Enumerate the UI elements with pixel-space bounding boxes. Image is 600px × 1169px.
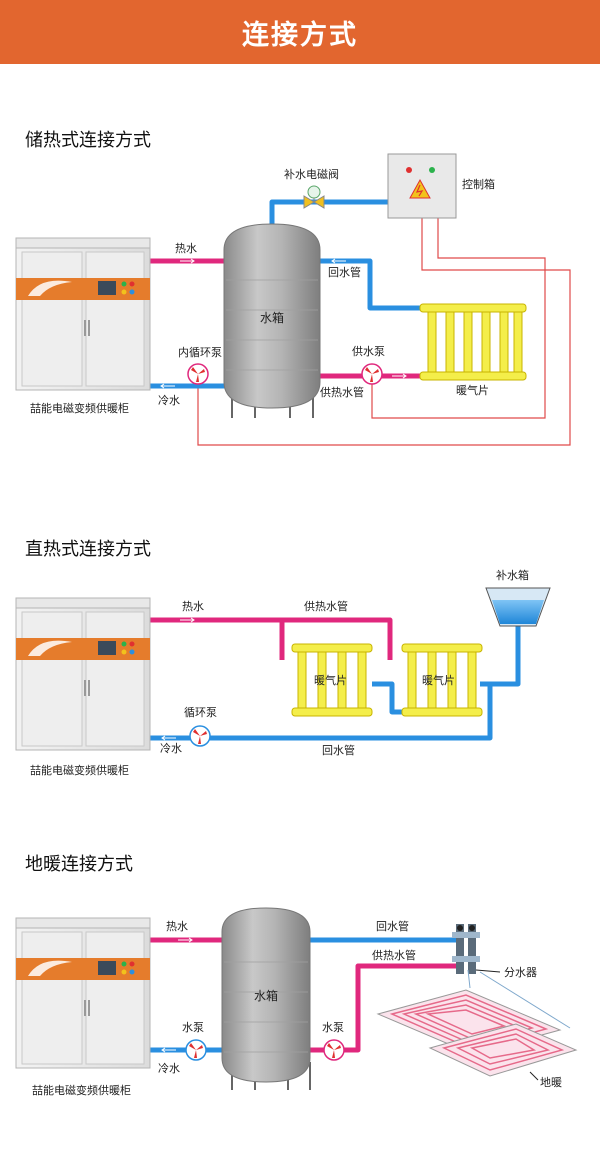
radiator1-return-pipe bbox=[372, 681, 402, 715]
return-pipe-label: 回水管 bbox=[328, 265, 361, 279]
heater-cabinet-icon bbox=[15, 917, 151, 1069]
water-tank-icon bbox=[223, 223, 321, 418]
radiator-icon bbox=[419, 303, 527, 381]
pump-icon bbox=[323, 1039, 345, 1061]
direct-diagram: 喆能电磁变频供暖柜 热水 冷水 供热水管 暖气片 暖气片 循环泵 回水管 补水箱 bbox=[15, 568, 551, 777]
storage-section-title: 储热式连接方式 bbox=[25, 130, 151, 151]
tank-label: 水箱 bbox=[254, 988, 278, 1003]
valve-label: 补水电磁阀 bbox=[284, 167, 339, 181]
supply-pipe-label: 供热水管 bbox=[372, 948, 416, 962]
direct-section-title: 直热式连接方式 bbox=[25, 539, 151, 560]
cabinet-label: 喆能电磁变频供暖柜 bbox=[30, 401, 129, 415]
hot-water-label: 热水 bbox=[175, 242, 197, 255]
cold-water-label: 冷水 bbox=[158, 1062, 180, 1075]
tank-label: 水箱 bbox=[260, 310, 284, 325]
cold-water-pipe bbox=[150, 684, 493, 741]
supply-pipe-label: 供热水管 bbox=[320, 385, 364, 399]
circ-pump-label: 循环泵 bbox=[184, 706, 217, 719]
floor-heating-icon bbox=[376, 969, 578, 1081]
floor-heat-label: 地暖 bbox=[540, 1076, 562, 1089]
control-wires bbox=[197, 218, 571, 446]
control-box-icon bbox=[387, 153, 457, 219]
cabinet-label: 喆能电磁变频供暖柜 bbox=[30, 763, 129, 777]
makeup-tank-label: 补水箱 bbox=[496, 568, 529, 582]
makeup-tank-icon bbox=[485, 587, 551, 627]
floor-section-title: 地暖连接方式 bbox=[25, 854, 133, 875]
cold-water-label: 冷水 bbox=[158, 394, 180, 407]
cold-water-label: 冷水 bbox=[160, 742, 182, 755]
page-title: 连接方式 bbox=[242, 19, 358, 51]
hot-water-label: 热水 bbox=[182, 600, 204, 613]
circ-pump-label: 内循环泵 bbox=[178, 345, 222, 359]
pump-icon bbox=[189, 725, 211, 747]
radiator-icon bbox=[401, 643, 483, 717]
solenoid-valve-icon bbox=[303, 185, 325, 209]
manifold-icon bbox=[452, 924, 501, 974]
water-tank-icon bbox=[221, 907, 311, 1090]
hot-water-label: 热水 bbox=[166, 920, 188, 933]
control-box-label: 控制箱 bbox=[462, 177, 495, 191]
heater-cabinet-icon bbox=[15, 237, 151, 391]
cabinet-label: 喆能电磁变频供暖柜 bbox=[32, 1083, 131, 1097]
hot-water-pipe bbox=[150, 617, 393, 660]
makeup-pipe bbox=[269, 199, 390, 233]
radiator-label: 暖气片 bbox=[456, 383, 489, 397]
floor-diagram: 喆能电磁变频供暖柜 热水 冷水 水泵 水箱 水泵 回水管 供热水管 分水器 bbox=[15, 907, 578, 1097]
header-banner: 连接方式 bbox=[0, 0, 600, 64]
pump2-label: 水泵 bbox=[322, 1021, 344, 1034]
storage-diagram: 喆能电磁变频供暖柜 热水 冷水 内循环泵 水箱 补水电磁阀 控制箱 回水管 供水… bbox=[15, 153, 571, 446]
pump-icon bbox=[185, 1039, 207, 1061]
radiator2-label: 暖气片 bbox=[422, 673, 455, 687]
makeup-pipe bbox=[480, 622, 521, 687]
heater-cabinet-icon bbox=[15, 597, 151, 751]
pump-icon bbox=[361, 363, 383, 385]
return-pipe-label: 回水管 bbox=[376, 919, 409, 933]
radiator1-label: 暖气片 bbox=[314, 673, 347, 687]
supply-pump-label: 供水泵 bbox=[352, 344, 385, 358]
supply-pipe-label: 供热水管 bbox=[304, 599, 348, 613]
return-pipe-label: 回水管 bbox=[322, 743, 355, 757]
manifold-label: 分水器 bbox=[504, 966, 537, 979]
pump1-label: 水泵 bbox=[182, 1021, 204, 1034]
radiator-icon bbox=[291, 643, 373, 717]
pump-icon bbox=[187, 363, 209, 385]
